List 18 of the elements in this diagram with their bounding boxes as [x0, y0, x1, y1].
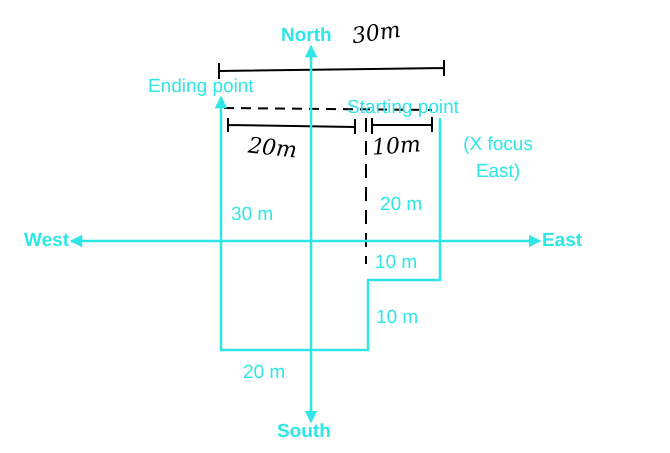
point-label: West	[24, 231, 70, 251]
point-note: (X focus East)	[462, 133, 534, 184]
handwritten-dimension: 10m	[371, 133, 422, 161]
point-label: North	[281, 26, 332, 46]
compass-arrow	[304, 44, 318, 424]
handwritten-dimension: 30m	[350, 18, 402, 50]
point-label: Starting point	[347, 98, 459, 118]
compass-arrow	[70, 234, 542, 248]
distance-label: 10 m	[376, 308, 418, 328]
distance-label: 10 m	[375, 253, 418, 273]
point-label: East	[542, 231, 582, 251]
path-arrow	[214, 96, 442, 352]
distance-label: 20 m	[380, 195, 422, 215]
point-label: South	[277, 422, 331, 442]
distance-label: 20 m	[243, 363, 286, 383]
distance-label: 30 m	[231, 205, 274, 225]
point-label: Ending point	[148, 77, 254, 97]
handwritten-dimension: 20m	[246, 134, 298, 164]
